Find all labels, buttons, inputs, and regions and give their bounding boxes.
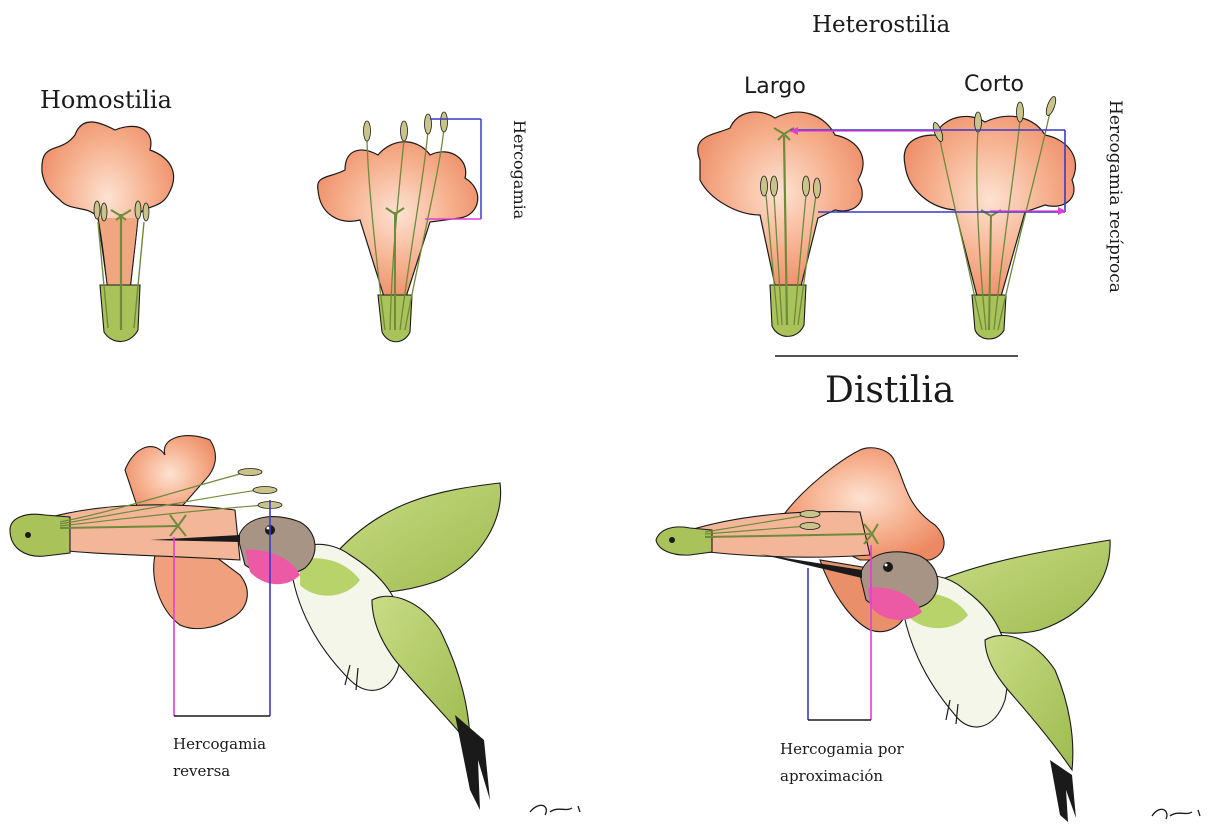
aprox-line-1: Hercogamia por <box>780 736 940 763</box>
largo-flower <box>698 112 863 336</box>
anther <box>800 523 820 530</box>
largo-label: Largo <box>744 74 806 99</box>
anther <box>441 112 448 132</box>
corto-flower <box>904 95 1075 339</box>
anther <box>800 511 820 518</box>
calyx <box>10 514 70 556</box>
hercogamia-reversa-label: Hercogamia reversa <box>173 731 293 785</box>
anther <box>814 178 821 198</box>
anther <box>975 112 982 132</box>
homostilia-flower-1 <box>42 122 174 342</box>
calyx <box>656 527 712 555</box>
anther <box>425 114 432 134</box>
heterostilia-title: Heterostilia <box>812 12 950 38</box>
hercogamia-flower <box>318 112 481 342</box>
anther <box>1017 102 1024 122</box>
corto-label: Corto <box>964 72 1024 97</box>
hercogamia-label: Hercogamia <box>510 120 529 219</box>
anther <box>143 203 149 221</box>
signature-2 <box>1152 809 1200 819</box>
anther <box>761 176 768 196</box>
anther <box>135 201 141 219</box>
reversa-line-2: reversa <box>173 758 293 785</box>
corolla <box>318 142 478 300</box>
anther <box>771 176 778 196</box>
hercogamia-aproximacion-label: Hercogamia por aproximación <box>780 736 940 790</box>
anther <box>253 487 277 494</box>
reversa-line-1: Hercogamia <box>173 731 293 758</box>
distilia-title: Distilia <box>825 370 954 411</box>
anther <box>1044 95 1057 116</box>
tail <box>455 715 490 810</box>
anther <box>401 121 408 141</box>
anther <box>101 203 107 221</box>
anther <box>364 121 371 141</box>
signature-1 <box>530 805 580 815</box>
anther <box>94 201 100 219</box>
reversa-scene <box>10 436 580 815</box>
anther <box>238 469 262 476</box>
homostilia-title: Homostilia <box>40 86 172 114</box>
aprox-line-2: aproximación <box>780 763 940 790</box>
anther <box>803 176 810 196</box>
hercogamia-reciproca-label: Hercogamia recíproca <box>1105 100 1125 293</box>
